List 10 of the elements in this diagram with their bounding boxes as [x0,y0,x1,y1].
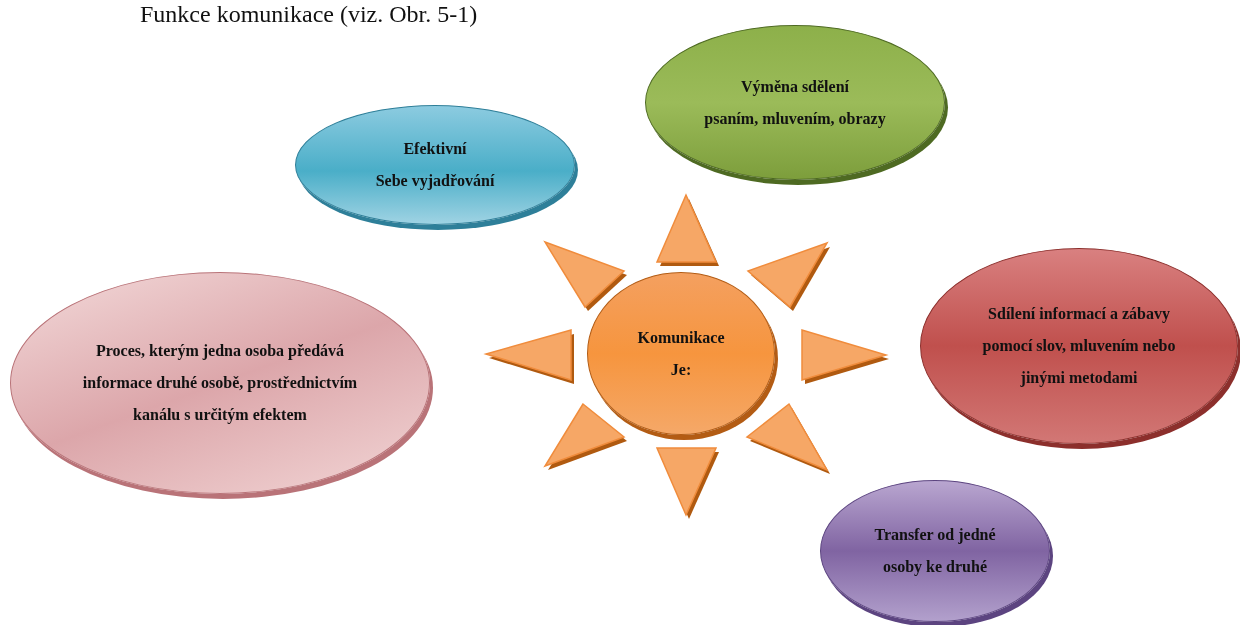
node-text: psaním, mluvením, obrazy [704,108,886,130]
node-text: Sdílení informací a zábavy pomocí slov, mluvením nebo jinými metodami [981,304,1177,389]
heading: Funkce komunikace (viz. Obr. 5-1) [140,0,478,28]
node-text: Transfer od jedné osoby ke druhé [873,525,997,578]
node-heading: Komunikace [637,327,725,348]
node-heading: Výměna sdělení [741,76,849,98]
node-text: Sebe vyjadřování [375,171,495,192]
node-heading: Efektivní [403,139,467,159]
node-text: Proces, kterým jedna osoba předává informace druhé osobě, prostřednictvím kanálu s určitým efektem [81,341,359,426]
node-text: Je: [670,359,692,380]
